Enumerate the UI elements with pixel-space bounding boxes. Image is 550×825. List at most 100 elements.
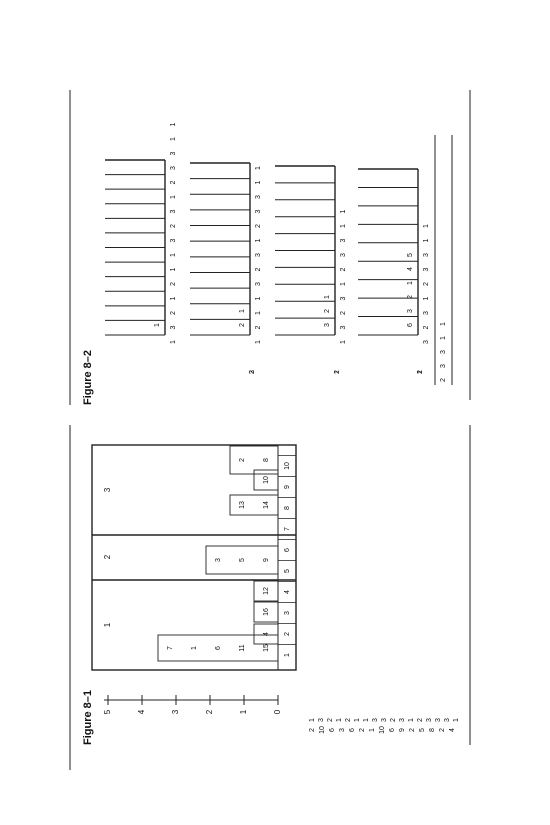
sequence-value: 8 [429,728,436,732]
bar-label: 11 [239,644,246,651]
stage-inner-value: 1 [239,309,246,313]
stage-value: 3 [423,267,430,271]
stage-value: 2 [170,180,177,184]
stage-left-value: 2 [334,370,341,374]
sequence-value: 10 [319,726,326,734]
column-number: 5 [284,569,291,573]
stage-value: 1 [255,340,262,344]
stacked-bar [229,445,279,475]
final-value: 1 [440,336,447,340]
stage-value: 2 [255,267,262,271]
stage-value: 1 [255,238,262,242]
stage-value: 3 [255,282,262,286]
sequence-value: 1 [369,728,376,732]
final-value: 3 [440,364,447,368]
sequence-value: 6 [329,728,336,732]
stage-value: 1 [255,296,262,300]
stage-inner-value: 2 [239,323,246,327]
stage-inner-value: 4 [407,267,414,271]
stage-value: 1 [255,311,262,315]
sequence-value: 2 [327,718,334,722]
stage-value: 1 [340,282,347,286]
bar-label: 15 [263,644,270,652]
section-label: 3 [103,487,112,492]
bar-label: 7 [167,646,174,650]
axis-tick-label: 2 [205,709,214,714]
stage-value: 3 [340,296,347,300]
bar-label: 14 [263,501,270,509]
stacked-bar [157,634,279,662]
bar-label: 9 [263,558,270,562]
stage-inner-value: 3 [324,323,331,327]
bar-label: 13 [239,501,246,509]
stage-value: 1 [255,180,262,184]
stacked-bar [253,623,279,645]
section-label: 2 [103,554,112,559]
sequence-value: 10 [379,726,386,734]
sequence-value: 3 [339,728,346,732]
stage-value: 3 [340,238,347,242]
sequence-value: 1 [309,718,316,722]
stage-left-value: 3 [249,370,256,374]
bar-label: 1 [191,646,198,650]
stage-inner-value: 6 [407,323,414,327]
stage-value: 3 [255,253,262,257]
stage-left-value: 1 [334,370,341,374]
sequence-value: 1 [453,718,460,722]
column-number: 1 [284,653,291,657]
axis-tick-label: 1 [239,709,248,714]
stacked-bar [253,469,279,491]
column-number: 9 [284,485,291,489]
sequence-value: 3 [435,718,442,722]
sequence-value: 3 [381,718,388,722]
bar-label: 4 [263,632,270,636]
axis-tick-label: 0 [273,709,282,714]
final-value: 1 [440,322,447,326]
stage-value: 2 [170,282,177,286]
sequence-value: 6 [389,728,396,732]
sequence-value: 2 [409,728,416,732]
stage-left-value: 1 [417,370,424,374]
sequence-value: 2 [417,718,424,722]
column-number: 10 [284,462,291,470]
sequence-value: 1 [363,718,370,722]
axis-tick-label: 5 [103,709,112,714]
stage-value: 2 [255,224,262,228]
stage-value: 1 [170,122,177,126]
sequence-value: 2 [390,718,397,722]
bar-label: 2 [239,458,246,462]
stage-value: 3 [170,238,177,242]
bar-label: 6 [215,646,222,650]
stage-value: 3 [423,340,430,344]
stage-value: 2 [170,311,177,315]
sequence-value: 3 [444,718,451,722]
stage-inner-value: 1 [154,323,161,327]
stage-value: 3 [170,325,177,329]
stacked-bar [205,545,279,575]
stage-value: 2 [340,267,347,271]
section-label: 1 [103,622,112,627]
sequence-value: 3 [372,718,379,722]
stage-value: 1 [340,340,347,344]
stage-value: 1 [340,209,347,213]
stage-left-value: 2 [417,370,424,374]
stage-inner-value: 5 [407,253,414,257]
sequence-value: 2 [439,728,446,732]
axis-tick-label: 3 [171,709,180,714]
stage-value: 1 [170,195,177,199]
stage-value: 3 [255,195,262,199]
stage-value: 3 [423,253,430,257]
stage-value: 2 [340,311,347,315]
bar-label: 12 [263,587,270,595]
stage-value: 3 [340,325,347,329]
stage-value: 1 [170,340,177,344]
stage-inner-value: 2 [324,309,331,313]
sequence-value: 1 [354,718,361,722]
stage-value: 3 [170,209,177,213]
